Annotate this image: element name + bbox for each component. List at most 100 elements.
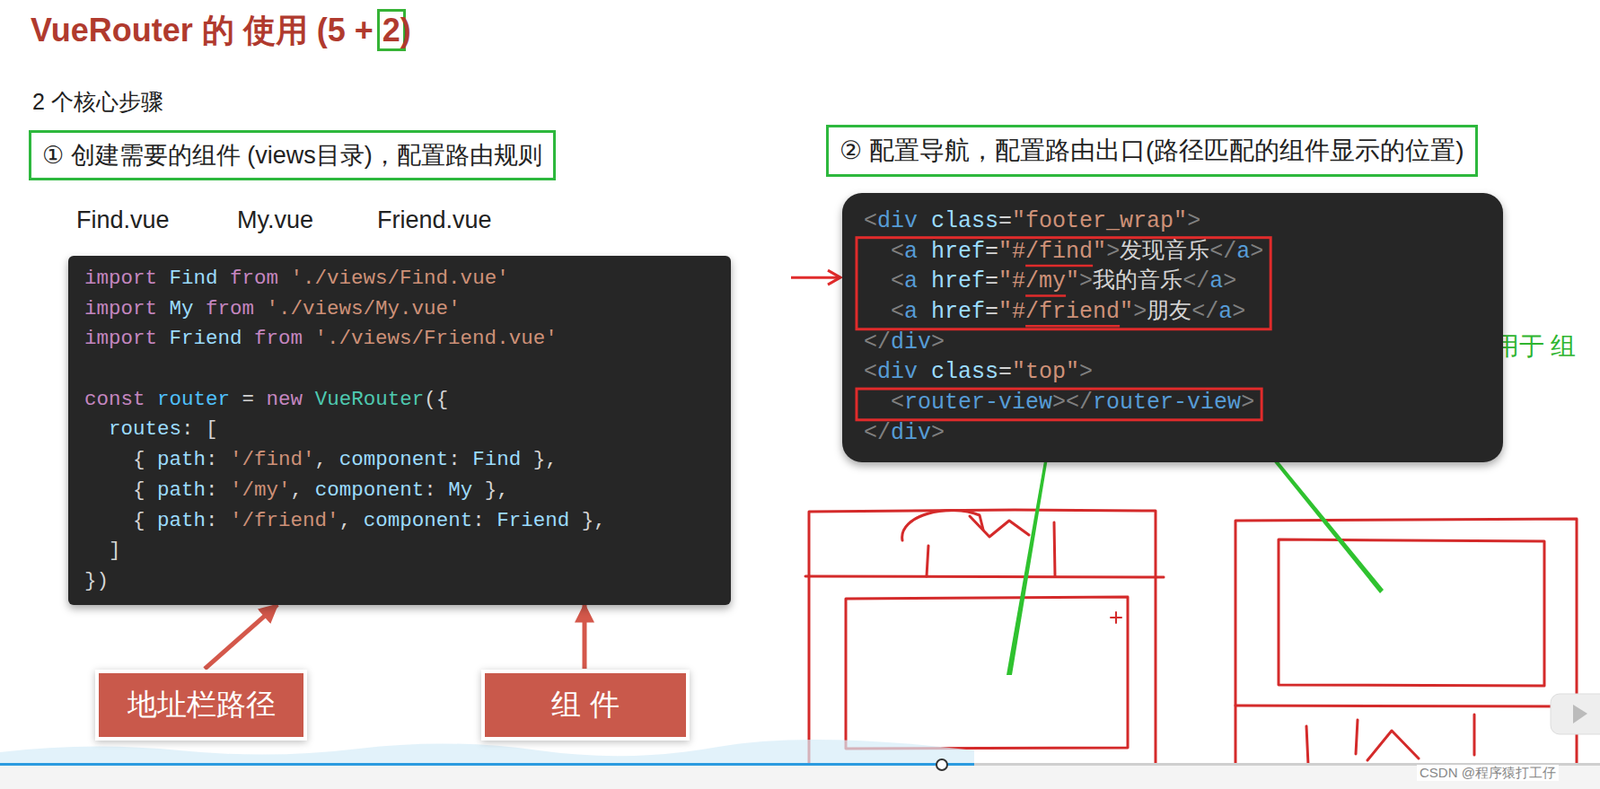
code-token: >: [1231, 298, 1246, 326]
code-token: }: [581, 509, 595, 533]
code-token: >: [1052, 389, 1066, 416]
code-token: [218, 266, 231, 291]
code-token: [218, 448, 231, 472]
code-token: [863, 389, 891, 416]
code-token: [351, 509, 364, 533]
code-token: [917, 298, 932, 326]
code-line: { path: '/find', component: Find },: [84, 445, 558, 476]
code-token: [84, 538, 109, 563]
code-token: [84, 417, 109, 441]
code-token: './views/Find.vue': [290, 266, 510, 291]
code-token: a: [904, 298, 918, 326]
code-token: >: [931, 420, 945, 447]
code-token: ]: [108, 538, 122, 563]
file-name: Friend.vue: [377, 205, 493, 235]
code-token: a: [1209, 268, 1223, 295]
code-block: import Find from './views/Find.vue'impor…: [68, 255, 731, 606]
code-token: </: [1065, 389, 1093, 416]
code-token: div: [877, 359, 918, 386]
step-box: ① 创建需要的组件 (views目录)，配置路由规则: [28, 130, 556, 181]
code-token: [302, 478, 316, 502]
code-token: </: [1191, 298, 1219, 326]
code-line: <router-view></router-view>: [863, 387, 1255, 419]
code-line: ]: [84, 536, 122, 567]
code-token: 音: [1137, 268, 1161, 295]
code-token: '/my': [229, 478, 291, 502]
underline-mark: [1025, 294, 1066, 298]
code-token: href: [931, 298, 985, 326]
code-token: "#/my": [998, 268, 1080, 295]
code-token: =: [984, 298, 999, 326]
code-token: }: [484, 478, 498, 502]
sketch-view-area: [1278, 539, 1545, 686]
code-token: </: [863, 420, 891, 447]
code-line: { path: '/friend', component: Friend },: [84, 506, 607, 537]
code-token: My: [448, 478, 473, 502]
code-token: new: [266, 387, 304, 412]
code-token: './views/My.vue': [266, 297, 461, 321]
code-token: 现: [1142, 238, 1165, 265]
code-token: [917, 359, 932, 386]
code-token: path: [157, 509, 206, 533]
code-token: routes: [108, 417, 182, 441]
code-token: {: [132, 478, 146, 502]
code-token: ,: [339, 509, 352, 533]
code-token: </: [1182, 268, 1210, 295]
code-token: "footer_wrap": [1011, 208, 1187, 235]
code-token: a: [904, 268, 918, 295]
code-token: :: [205, 509, 219, 533]
code-token: <: [890, 389, 905, 416]
code-token: a: [904, 238, 918, 265]
code-token: Find: [169, 266, 219, 291]
code-token: [218, 478, 231, 502]
code-token: [242, 326, 255, 351]
underline-mark: [1025, 325, 1120, 328]
code-token: [436, 478, 449, 502]
code-token: >: [1079, 268, 1093, 295]
code-token: [472, 478, 485, 502]
watermark: CSDN @程序猿打工仔: [1416, 764, 1559, 782]
code-token: div: [877, 208, 918, 235]
sketch-frame: [1235, 518, 1577, 765]
code-token: [460, 448, 474, 472]
code-token: from: [229, 266, 279, 291]
code-token: ,: [315, 448, 328, 472]
code-token: div: [890, 329, 932, 356]
slide-title: VueRouter 的 使用 (5 + 2): [30, 10, 412, 50]
player-strip: [0, 765, 1600, 789]
code-line: </div>: [863, 418, 945, 449]
code-token: 乐: [1160, 268, 1183, 295]
code-token: 友: [1169, 298, 1192, 326]
code-token: [84, 448, 133, 472]
code-token: a: [1218, 298, 1232, 326]
layout-sketch: [805, 509, 1577, 765]
code-token: router-view: [1092, 389, 1241, 416]
code-token: >: [1222, 268, 1237, 295]
code-token: '/friend': [229, 509, 340, 533]
code-token: ,: [290, 478, 304, 502]
code-token: import: [84, 266, 158, 291]
code-token: [863, 238, 891, 265]
code-token: a: [1236, 238, 1250, 265]
code-token: path: [157, 478, 206, 502]
code-token: My: [169, 297, 194, 321]
code-line: }): [84, 566, 109, 598]
code-token: router: [157, 387, 230, 412]
code-token: ): [96, 569, 110, 593]
code-token: [145, 478, 159, 502]
code-token: [84, 509, 133, 533]
code-token: [278, 266, 291, 291]
code-token: Friend: [496, 509, 570, 533]
code-token: >: [931, 329, 945, 356]
code-token: :: [472, 509, 485, 533]
code-token: <: [890, 268, 905, 295]
code-token: component: [363, 509, 474, 533]
code-token: (: [423, 387, 437, 412]
code-token: [218, 509, 231, 533]
code-token: from: [254, 326, 303, 351]
code-token: [326, 448, 340, 472]
code-token: href: [931, 238, 985, 265]
callout-arrow: [582, 605, 588, 669]
code-token: =: [998, 359, 1012, 386]
